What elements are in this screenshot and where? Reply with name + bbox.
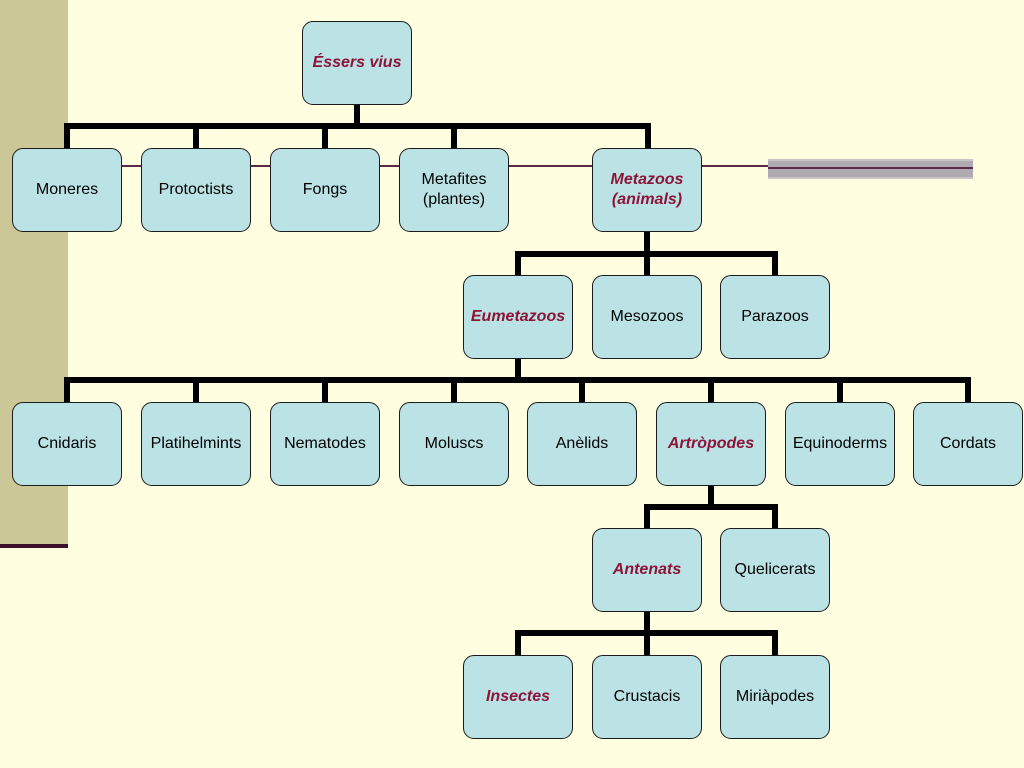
node-crustacis: Crustacis: [592, 655, 702, 739]
node-moneres: Moneres: [12, 148, 122, 232]
node-label: Equinoderms: [792, 435, 888, 452]
node-label: Miriàpodes: [735, 688, 815, 705]
node-label: Mesozoos: [610, 308, 684, 325]
node-label: Platihelmints: [150, 435, 242, 452]
node-label: Antenats: [612, 561, 682, 578]
node-label: Éssers vius: [312, 54, 402, 71]
node-protoctists: Protoctists: [141, 148, 251, 232]
node-equinoderms: Equinoderms: [785, 402, 895, 486]
node-insectes: Insectes: [463, 655, 573, 739]
node-platihelmints: Platihelmints: [141, 402, 251, 486]
rule-accent: [768, 159, 973, 179]
node-nematodes: Nematodes: [270, 402, 380, 486]
node-label: Moluscs: [424, 435, 484, 452]
node-artropodes: Artròpodes: [656, 402, 766, 486]
node-label: Metafites (plantes): [421, 171, 487, 208]
node-label: Protoctists: [158, 181, 234, 198]
node-label: Fongs: [302, 181, 348, 198]
node-parazoos: Parazoos: [720, 275, 830, 359]
node-label: Crustacis: [613, 688, 681, 705]
node-label: Insectes: [485, 688, 551, 705]
node-label: Parazoos: [741, 308, 809, 325]
node-essers-vius: Éssers vius: [302, 21, 412, 105]
node-quelicerats: Quelicerats: [720, 528, 830, 612]
node-label: Nematodes: [284, 435, 366, 452]
node-moluscs: Moluscs: [399, 402, 509, 486]
node-metafites: Metafites (plantes): [399, 148, 509, 232]
node-label: Artròpodes: [667, 435, 755, 452]
tree-connectors: [64, 104, 971, 655]
node-label: Cnidaris: [37, 435, 97, 452]
node-antenats: Antenats: [592, 528, 702, 612]
title-rule: [68, 165, 973, 167]
node-cnidaris: Cnidaris: [12, 402, 122, 486]
node-miriapodes: Miriàpodes: [720, 655, 830, 739]
node-label: Eumetazoos: [470, 308, 566, 325]
node-anelids: Anèlids: [527, 402, 637, 486]
node-label: Moneres: [35, 181, 99, 198]
node-label: Cordats: [939, 435, 997, 452]
node-label: Metazoos (animals): [610, 171, 684, 208]
node-fongs: Fongs: [270, 148, 380, 232]
node-label: Quelicerats: [734, 561, 816, 578]
side-underline: [0, 544, 68, 548]
node-metazoos: Metazoos (animals): [592, 148, 702, 232]
node-eumetazoos: Eumetazoos: [463, 275, 573, 359]
node-cordats: Cordats: [913, 402, 1023, 486]
node-mesozoos: Mesozoos: [592, 275, 702, 359]
node-label: Anèlids: [555, 435, 609, 452]
